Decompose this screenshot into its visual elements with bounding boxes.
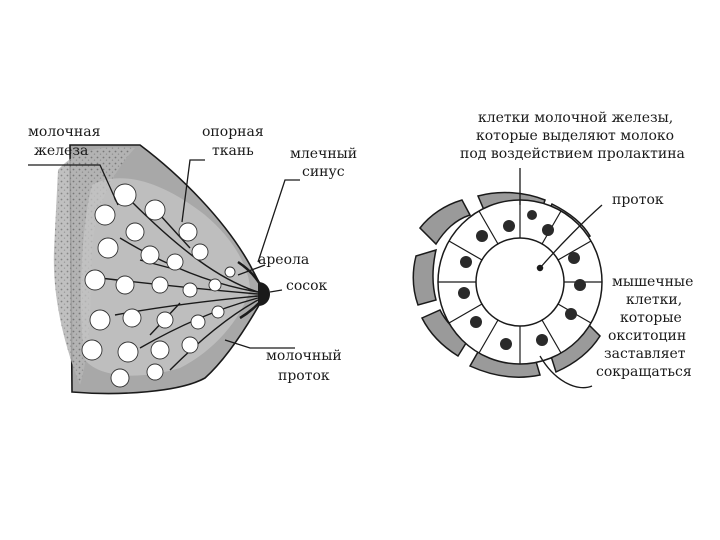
left-labels: молочная железа опорная ткань млечный си… <box>28 124 357 384</box>
label-secretory-cells-1: клетки молочной железы, <box>478 110 673 126</box>
svg-text:синус: синус <box>302 164 345 180</box>
label-duct: проток <box>612 192 664 208</box>
label-supporting-tissue-2: ткань <box>212 143 254 159</box>
label-milk-sinus-1: млечный <box>290 146 357 162</box>
label-muscle-cells-5: заставляет <box>604 346 686 362</box>
label-muscle-cells-2: клетки, <box>626 292 682 308</box>
svg-text:окситоцин: окситоцин <box>608 328 686 344</box>
stippled-fat-layer <box>53 147 136 385</box>
svg-text:мышечные: мышечные <box>612 274 693 290</box>
svg-text:сокращаться: сокращаться <box>596 364 692 380</box>
alveolus-cross-section <box>412 168 603 389</box>
label-muscle-cells-4: окситоцин <box>608 328 686 344</box>
duct-lumen <box>475 237 565 327</box>
label-supporting-tissue-1: опорная <box>202 124 264 140</box>
label-nipple: сосок <box>286 278 328 294</box>
label-mammary-gland-1: молочная <box>28 124 101 140</box>
svg-text:которые выделяют молоко: которые выделяют молоко <box>476 128 674 144</box>
svg-text:молочная: молочная <box>28 124 101 140</box>
label-muscle-cells-6: сокращаться <box>596 364 692 380</box>
label-milk-sinus-2: синус <box>302 164 345 180</box>
svg-text:которые: которые <box>620 310 682 326</box>
cell-nuclei <box>458 210 586 350</box>
svg-text:ткань: ткань <box>212 143 254 159</box>
svg-text:млечный: млечный <box>290 146 357 162</box>
right-labels: клетки молочной железы, которые выделяют… <box>460 110 693 380</box>
svg-text:под воздействием пролактина: под воздействием пролактина <box>460 146 685 162</box>
nipple <box>258 282 270 306</box>
glandular-region <box>80 178 250 376</box>
svg-text:опорная: опорная <box>202 124 264 140</box>
leader-lines-left <box>28 159 300 349</box>
label-mammary-gland-2: железа <box>34 143 88 159</box>
svg-text:клетки молочной железы,: клетки молочной железы, <box>478 110 673 126</box>
label-areola: ареола <box>258 252 309 268</box>
svg-text:клетки,: клетки, <box>626 292 682 308</box>
label-muscle-cells-3: которые <box>620 310 682 326</box>
label-milk-duct-1: молочный <box>266 348 342 364</box>
label-secretory-cells-3: под воздействием пролактина <box>460 146 685 162</box>
svg-text:молочный: молочный <box>266 348 342 364</box>
svg-text:заставляет: заставляет <box>604 346 686 362</box>
breast-cross-section <box>28 144 300 395</box>
leader-lines-right <box>519 168 603 389</box>
svg-text:проток: проток <box>278 368 330 384</box>
epithelial-cells <box>438 200 602 364</box>
lobules <box>81 183 236 388</box>
label-muscle-cells-1: мышечные <box>612 274 693 290</box>
label-milk-duct-2: проток <box>278 368 330 384</box>
svg-text:железа: железа <box>34 143 88 159</box>
label-secretory-cells-2: которые выделяют молоко <box>476 128 674 144</box>
